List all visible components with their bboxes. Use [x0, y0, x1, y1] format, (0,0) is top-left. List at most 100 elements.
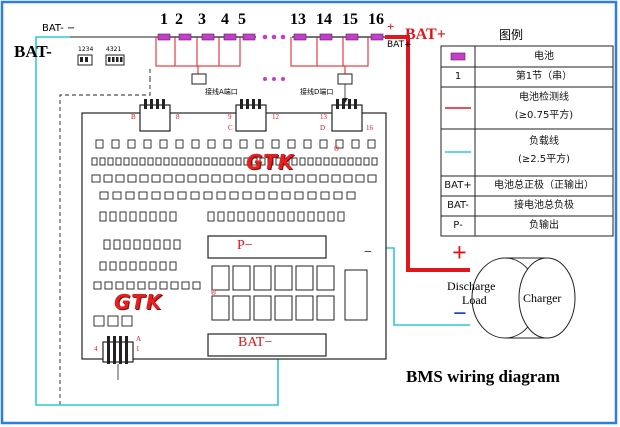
connector-c-pin-2: [252, 99, 255, 109]
component-row-7-6: [159, 261, 167, 271]
legend-row-6-symbol: P-: [453, 220, 463, 232]
cell-number-16: 16: [368, 11, 384, 28]
component-row-2-34: [363, 157, 370, 166]
sense-bus-a: [155, 60, 241, 67]
component-row-2-24: [283, 157, 290, 166]
diagram-caption: BMS wiring diagram: [406, 367, 560, 386]
connector-b-pin-3: [162, 99, 165, 109]
bat-minus-terminal-label: BAT−: [238, 335, 273, 350]
port-a-label: 接线A端口: [205, 88, 238, 96]
component-row-2-31: [339, 157, 346, 166]
battery-cell-4: [223, 33, 237, 41]
component-row-1-3: [143, 139, 152, 149]
component-row-4-9: [216, 191, 226, 200]
component-row-5b-6: [267, 211, 275, 222]
component-row-8-2: [115, 281, 124, 290]
component-row-1-1: [111, 139, 120, 149]
component-row-4-7: [190, 191, 200, 200]
component-row-2-21: [259, 157, 266, 166]
dip-left-label: 1234: [78, 46, 94, 53]
component-row-9-1: [107, 315, 119, 327]
component-row-1-13: [303, 139, 312, 149]
dip-pin-3: [120, 57, 123, 62]
component-row-9-2: [121, 315, 133, 327]
component-row-2-27: [307, 157, 314, 166]
connector-b-pin-2: [156, 99, 159, 109]
component-row-1-0: [95, 139, 104, 149]
component-row-5b-9: [297, 211, 305, 222]
string-ellipsis-dot-0: [262, 34, 268, 40]
component-row-1-9: [239, 139, 248, 149]
mosfet-0-4: [295, 265, 314, 291]
component-row-2-1: [99, 157, 106, 166]
component-row-3-17: [295, 174, 305, 183]
port-d-label: 接线D端口: [300, 88, 334, 96]
cell-number-13: 13: [290, 11, 306, 28]
legend-title: 图例: [499, 28, 524, 42]
connector-d: [331, 104, 363, 132]
component-row-3-7: [175, 174, 185, 183]
dashed-harness-left: [59, 80, 151, 405]
connector-b-pin-0: [144, 99, 147, 109]
cell-number-3: 3: [198, 11, 206, 28]
battery-cell-1: [157, 33, 171, 41]
conn-b-right: 8: [176, 113, 180, 121]
component-row-7-7: [169, 261, 177, 271]
dip-pin-0: [108, 57, 111, 62]
component-row-4-6: [177, 191, 187, 200]
component-row-4-14: [281, 191, 291, 200]
component-row-2-18: [235, 157, 242, 166]
component-row-2-26: [299, 157, 306, 166]
cell-number-4: 4: [221, 11, 229, 28]
component-row-5b-0: [207, 211, 215, 222]
component-row-2-10: [171, 157, 178, 166]
mosfet-1-5: [316, 295, 335, 321]
mosfet-1-1: [232, 295, 251, 321]
component-row-2-13: [195, 157, 202, 166]
component-row-6-3: [133, 239, 141, 250]
component-row-3-23: [367, 174, 377, 183]
component-row-7-0: [99, 261, 107, 271]
legend-row-4-symbol: BAT+: [444, 180, 472, 192]
conn-d-left: 13: [320, 113, 327, 121]
mosfet-0-0: [211, 265, 230, 291]
component-row-1-6: [191, 139, 200, 149]
component-row-2-3: [115, 157, 122, 166]
component-row-4-2: [125, 191, 135, 200]
load-label: Load: [462, 293, 487, 307]
component-row-8-9: [192, 281, 201, 290]
component-row-3-21: [343, 174, 353, 183]
component-row-6-2: [123, 239, 131, 250]
mosfet-0-1: [232, 265, 251, 291]
legend-row-5-desc: 接电池总负极: [514, 200, 574, 212]
component-row-5b-4: [247, 211, 255, 222]
component-row-3-13: [247, 174, 257, 183]
component-row-2-33: [355, 157, 362, 166]
component-row-4-3: [138, 191, 148, 200]
mosfet-1-3: [274, 295, 293, 321]
component-row-8-4: [137, 281, 146, 290]
component-row-2-19: [243, 157, 250, 166]
conn-a-bottom: 1: [136, 345, 140, 353]
connector-a-pin-3: [125, 336, 128, 364]
component-row-5a-1: [109, 211, 117, 222]
component-row-5a-6: [159, 211, 167, 222]
conn-a-left: 4: [94, 345, 98, 353]
component-row-8-6: [159, 281, 168, 290]
component-row-1-5: [175, 139, 184, 149]
dip-pin-1: [112, 57, 115, 62]
connector-d-pin-1: [342, 99, 345, 109]
conn-c-left: 9: [228, 113, 232, 121]
component-row-3-3: [127, 174, 137, 183]
component-row-5a-4: [139, 211, 147, 222]
sense-bus-d: [290, 60, 369, 67]
component-row-3-9: [199, 174, 209, 183]
component-row-5b-13: [337, 211, 345, 222]
connector-c-pin-1: [246, 99, 249, 109]
legend-row-3-desc: 负载线: [529, 136, 559, 148]
legend-row-1-desc: 第1节（串）: [515, 71, 573, 83]
component-row-4-4: [151, 191, 161, 200]
component-row-6-6: [163, 239, 171, 250]
